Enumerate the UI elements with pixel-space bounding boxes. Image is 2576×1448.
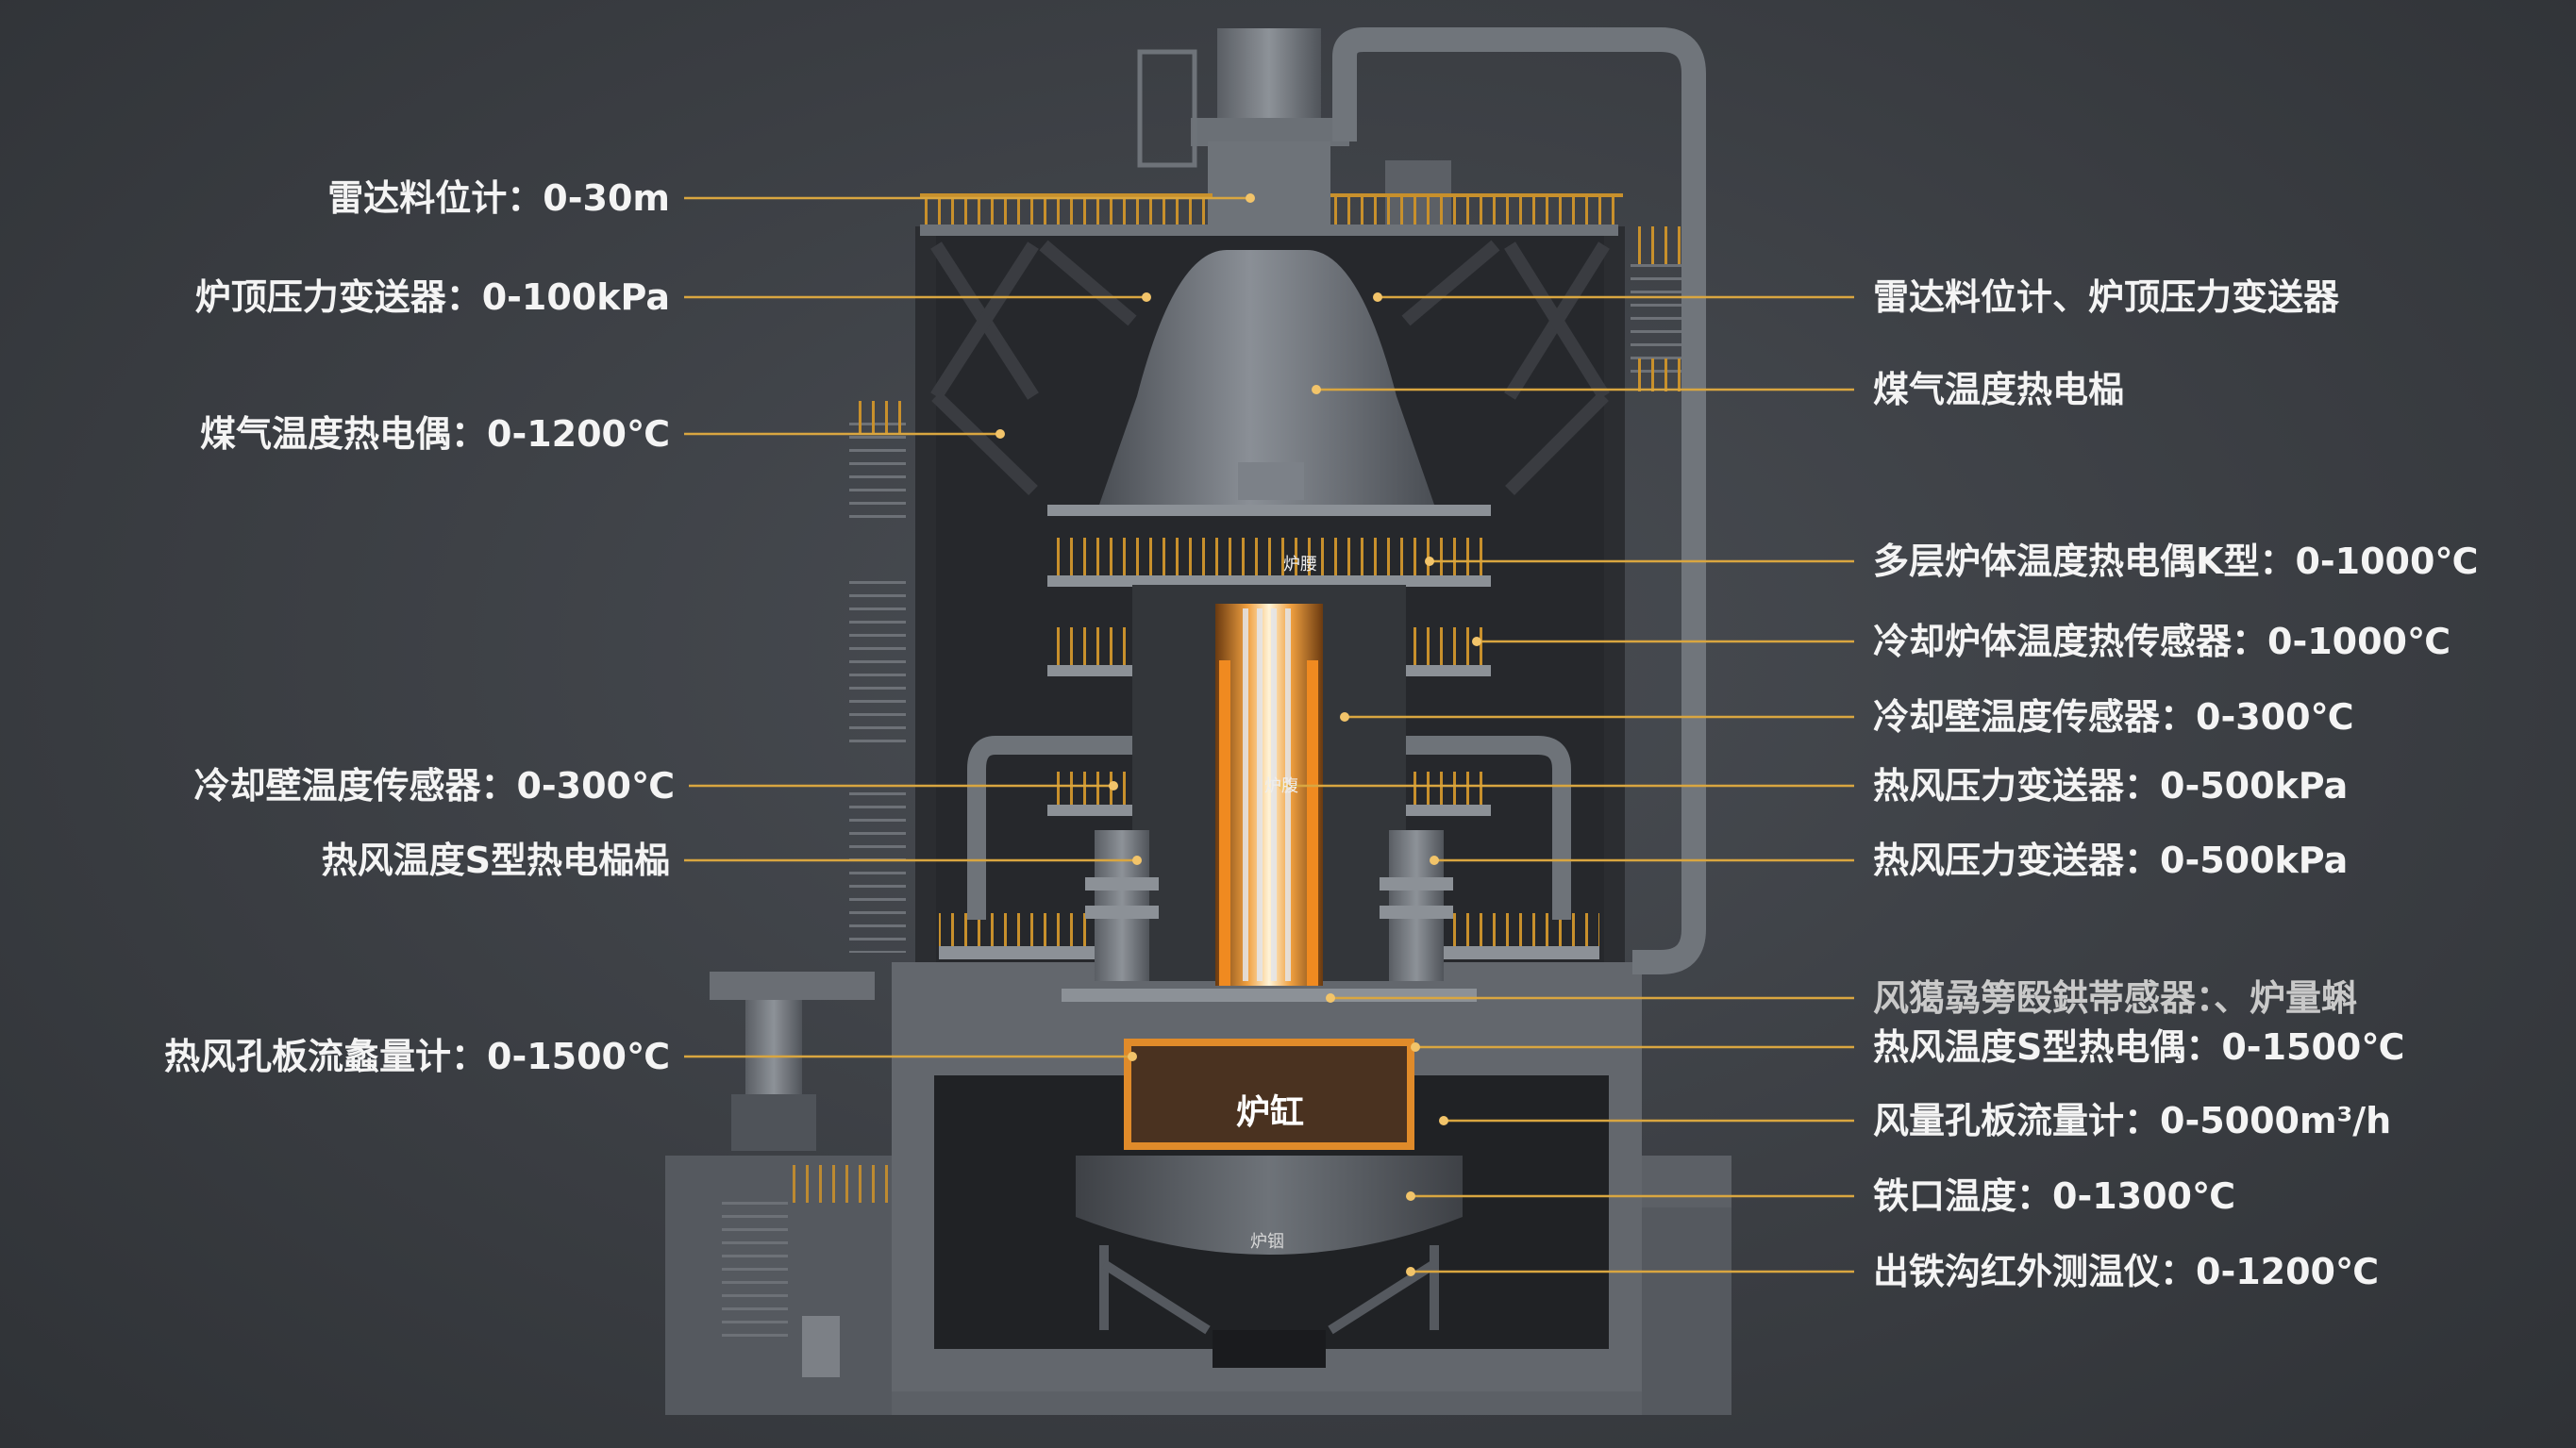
label-right-garbled-sensor: 风獦骉篣殹鉷帯感器：、炉量蝌 bbox=[1873, 977, 2358, 1019]
cone-panel bbox=[1238, 462, 1304, 500]
left-stair-tower bbox=[722, 1198, 788, 1340]
left-stair-2 bbox=[849, 580, 906, 750]
left-tank-base bbox=[731, 1094, 816, 1151]
left-stair-3 bbox=[849, 783, 906, 953]
left-drum bbox=[802, 1316, 840, 1377]
cross-bracing bbox=[930, 240, 1610, 496]
top-rail-right bbox=[1330, 193, 1623, 225]
label-left-orifice-flowmeter: 热风孔板流蠡量计：0-1500℃ bbox=[164, 1036, 670, 1077]
label-right-stave-temp: 冷却壁温度传感器：0-300℃ bbox=[1873, 696, 2354, 738]
top-hopper bbox=[1208, 141, 1330, 226]
label-left-top-pressure: 炉顶压力变送器：0-100kPa bbox=[194, 276, 670, 318]
label-left-stave-temp: 冷却壁温度传感器：0-300℃ bbox=[193, 765, 675, 807]
top-deck bbox=[920, 225, 1618, 236]
right-rail-2 bbox=[1631, 358, 1682, 391]
shaft-tubes bbox=[1243, 608, 1291, 981]
top-rail-bar-right bbox=[1330, 193, 1623, 197]
label-right-multilayer-thermocouple: 多层炉体温度热电偶K型：0-1000℃ bbox=[1873, 541, 2479, 582]
gas-offtake-pipe bbox=[1332, 27, 1706, 974]
hearth-bowl bbox=[1076, 1156, 1463, 1255]
label-left-radar-level: 雷达料位计：0-30m bbox=[327, 177, 670, 219]
label-right-air-flowmeter: 风量孔板流量计：0-5000m³/h bbox=[1873, 1100, 2392, 1141]
label-right-hot-blast-thermocouple: 热风温度S型热电偶：0-1500℃ bbox=[1873, 1026, 2405, 1068]
label-left-gas-thermocouple: 煤气温度热电偶：0-1200℃ bbox=[200, 413, 670, 455]
leader-lines bbox=[684, 196, 1854, 1273]
hearth-label: 炉缸 bbox=[1236, 1093, 1305, 1132]
label-right-hot-blast-pressure-1: 热风压力变送器：0-500kPa bbox=[1873, 765, 2349, 807]
top-left-tower bbox=[1137, 49, 1197, 168]
label-right-taphole-temp: 铁口温度：0-1300℃ bbox=[1873, 1175, 2235, 1217]
left-rail-top bbox=[849, 401, 906, 434]
platform-tag-lower: 炉腹 bbox=[1264, 776, 1298, 796]
shaft-glow bbox=[1215, 604, 1323, 986]
bustle-pipe-right bbox=[1406, 736, 1571, 920]
label-right-infrared-pyrometer: 出铁沟红外测温仪：0-1200℃ bbox=[1873, 1251, 2379, 1292]
label-right-radar-pressure: 雷达料位计、炉顶压力变送器 bbox=[1873, 276, 2340, 318]
furnace-bottom-label: 炉铟 bbox=[1250, 1232, 1284, 1252]
bustle-pipe-left bbox=[967, 736, 1132, 920]
shaft-side-right bbox=[1307, 660, 1318, 986]
label-left-hot-blast-thermocouple: 热风温度S型热电榀榀 bbox=[321, 840, 670, 881]
label-right-body-temp-sensor: 冷却炉体温度热传感器：0-1000℃ bbox=[1873, 621, 2451, 662]
pit-bottom bbox=[1213, 1330, 1326, 1368]
leader-dots bbox=[995, 193, 1481, 1276]
left-low-structure bbox=[710, 972, 875, 1000]
hearth-box bbox=[1124, 1039, 1414, 1150]
tuyere-columns bbox=[1085, 830, 1453, 981]
frame-right-column bbox=[1604, 226, 1625, 962]
hearth-supports bbox=[1099, 1245, 1439, 1335]
furnace-cone bbox=[1099, 250, 1434, 505]
left-rail-box bbox=[783, 1165, 892, 1203]
frame-left-column bbox=[915, 226, 936, 962]
shaft-side-left bbox=[1219, 660, 1230, 986]
right-rail-1 bbox=[1631, 226, 1682, 264]
top-rail-bar-left bbox=[920, 193, 1213, 197]
label-right-hot-blast-pressure-2: 热风压力变送器：0-500kPa bbox=[1873, 840, 2349, 881]
platform-tag-upper: 炉腰 bbox=[1283, 555, 1317, 574]
foundation-right-step bbox=[1642, 1207, 1731, 1415]
label-right-gas-thermocouple: 煤气温度热电榀 bbox=[1873, 369, 2125, 410]
